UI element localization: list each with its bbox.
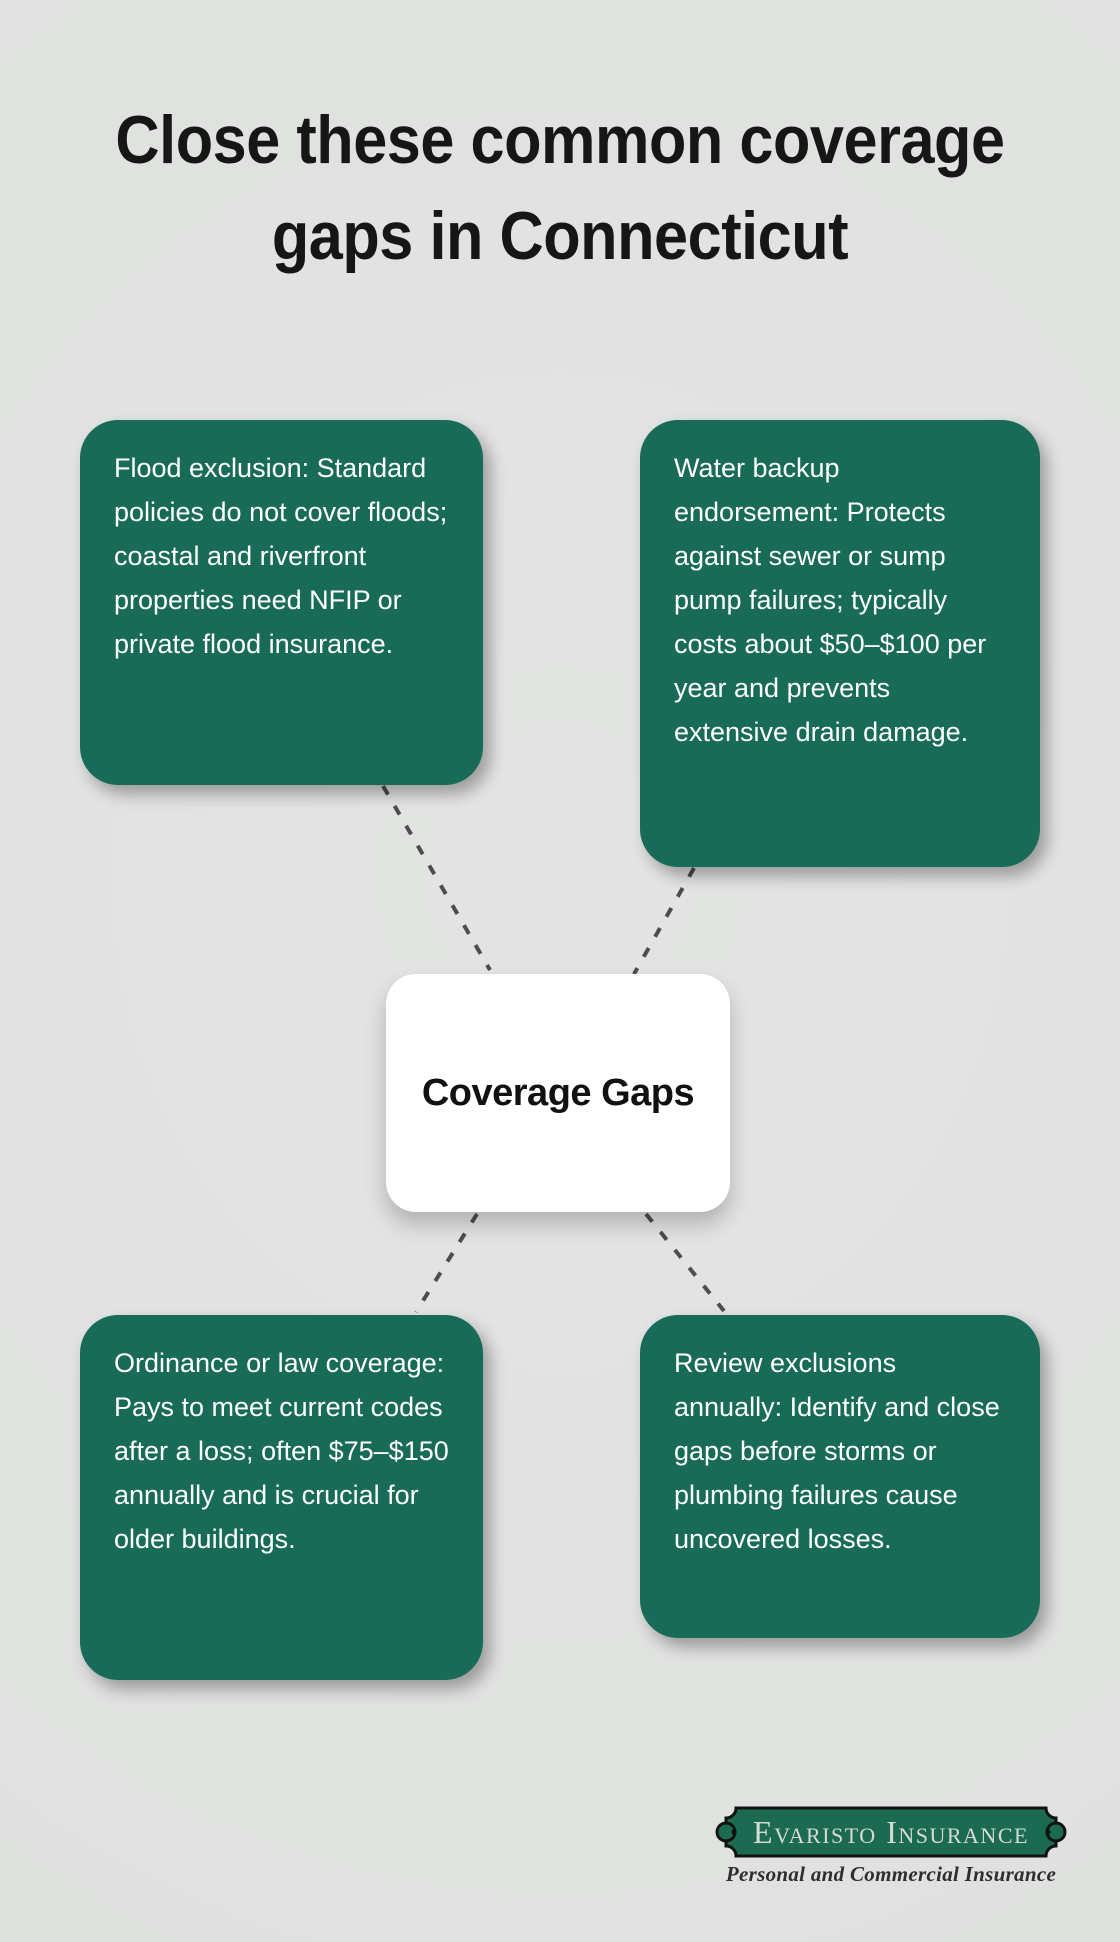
connector-bottom-right xyxy=(644,1212,726,1313)
page-title-line-1: Close these common coverage xyxy=(115,102,1005,178)
node-flood-exclusion: Flood exclusion: Standard policies do no… xyxy=(80,420,483,785)
connector-bottom-left xyxy=(414,1212,479,1314)
logo-name: Evaristo Insurance xyxy=(753,1813,1029,1850)
logo-tagline: Personal and Commercial Insurance xyxy=(725,1862,1057,1886)
node-flood-exclusion-text: Flood exclusion: Standard policies do no… xyxy=(114,453,448,659)
logo-evaristo-insurance: Evaristo Insurance Personal and Commerci… xyxy=(715,1800,1067,1900)
page-title: Close these common coverage gaps in Conn… xyxy=(0,92,1120,284)
connector-top-right xyxy=(632,867,696,975)
connector-top-left xyxy=(381,784,492,972)
node-coverage-gaps-label: Coverage Gaps xyxy=(421,1071,695,1114)
logo-plaque-shape xyxy=(715,1806,1067,1858)
node-water-backup: Water backup endorsement: Protects again… xyxy=(640,420,1040,867)
node-water-backup-text: Water backup endorsement: Protects again… xyxy=(674,453,987,747)
logo-plaque-body xyxy=(724,1806,1058,1858)
node-ordinance-law: Ordinance or law coverage: Pays to meet … xyxy=(80,1315,483,1680)
node-review-exclusions: Review exclusions annually: Identify and… xyxy=(640,1315,1040,1638)
node-ordinance-law-text: Ordinance or law coverage: Pays to meet … xyxy=(114,1348,449,1554)
logo-plaque-right-dot xyxy=(1045,1829,1051,1835)
node-review-exclusions-text: Review exclusions annually: Identify and… xyxy=(674,1348,1000,1554)
node-coverage-gaps: Coverage Gaps xyxy=(386,974,730,1212)
page-title-line-2: gaps in Connecticut xyxy=(271,198,849,274)
logo-plaque-left-dot xyxy=(731,1829,737,1835)
